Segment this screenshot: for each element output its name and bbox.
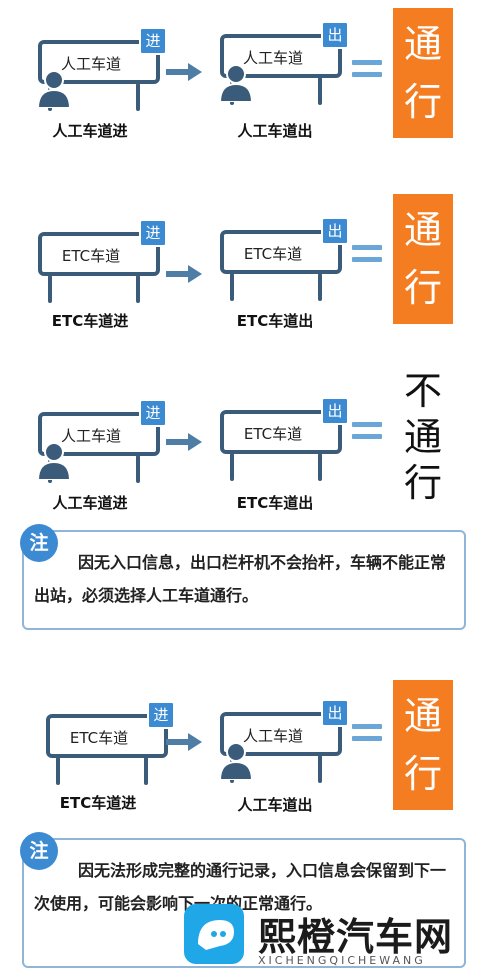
result-char: 行 [403, 461, 442, 505]
result-char: 通 [403, 208, 442, 252]
watermark-subtitle: XICHENGQICHEWANG [258, 954, 426, 967]
entry-tag: 进 [147, 701, 175, 729]
exit-tag: 出 [321, 21, 349, 49]
entry-tag: 进 [139, 399, 167, 427]
exit-tag: 出 [321, 397, 349, 425]
result-char: 行 [403, 752, 442, 796]
sign-pole [136, 455, 140, 483]
sign-pole [136, 275, 140, 303]
result-badge: 通 行 [393, 8, 453, 138]
result-char: 行 [403, 266, 442, 310]
sign-pole [230, 453, 234, 481]
entry-caption: ETC车道进 [51, 312, 129, 330]
note-box: 注 因无入口信息，出口栏杆机不会抬杆，车辆不能正常出站，必须选择人工车道通行。 [20, 524, 466, 630]
result-char: 通 [403, 415, 442, 459]
sign-pole [318, 273, 322, 301]
result-badge: 通 行 [393, 194, 453, 324]
arrow-right-icon [166, 733, 202, 751]
arrow-right-icon [166, 265, 202, 283]
toll-collector-icon [218, 742, 254, 780]
arrow-right-icon [166, 433, 202, 451]
note-text: 因无入口信息，出口栏杆机不会抬杆，车辆不能正常出站，必须选择人工车道通行。 [34, 553, 447, 605]
entry-tag: 进 [139, 219, 167, 247]
exit-tag: 出 [321, 699, 349, 727]
board-label: ETC车道 [243, 425, 303, 443]
equals-icon [352, 422, 382, 440]
board-label: ETC车道 [61, 247, 121, 265]
result-char: 通 [403, 22, 442, 66]
sign-board: ETC车道 [38, 232, 160, 276]
board-label: 人工车道 [242, 49, 303, 67]
watermark-name: 熙橙汽车网 [258, 914, 454, 959]
toll-collector-icon [36, 442, 72, 480]
arrow-right-icon [166, 63, 202, 81]
board-label: 人工车道 [60, 427, 121, 445]
toll-collector-icon [218, 64, 254, 102]
watermark-logo-icon [184, 904, 244, 964]
sign-pole [56, 757, 60, 785]
sign-pole [136, 83, 140, 111]
note-text: 因无法形成完整的通行记录，入口信息会保留到下一次使用，可能会影响下一次的正常通行… [34, 861, 447, 913]
sign-pole [48, 275, 52, 303]
board-label: 人工车道 [242, 727, 303, 745]
note-box: 注 因无法形成完整的通行记录，入口信息会保留到下一次使用，可能会影响下一次的正常… [20, 832, 466, 968]
sign-pole [318, 755, 322, 783]
result-char: 不 [403, 369, 442, 413]
site-watermark: 熙橙汽车网 XICHENGQICHEWANG [180, 904, 480, 976]
entry-caption: 人工车道进 [52, 122, 128, 140]
result-char: 行 [403, 80, 442, 124]
equals-icon [352, 60, 382, 78]
entry-tag: 进 [139, 27, 167, 55]
exit-caption: ETC车道出 [236, 312, 314, 330]
result-char: 通 [403, 694, 442, 738]
exit-caption: ETC车道出 [236, 494, 314, 512]
exit-tag: 出 [321, 217, 349, 245]
entry-caption: 人工车道进 [52, 494, 128, 512]
board-label: 人工车道 [60, 55, 121, 73]
exit-caption: 人工车道出 [237, 796, 313, 814]
equals-icon [352, 724, 382, 742]
equals-icon [352, 245, 382, 263]
sign-pole [230, 273, 234, 301]
note-badge: 注 [20, 524, 58, 562]
result-text: 不 通 行 [393, 368, 453, 506]
result-badge: 通 行 [393, 680, 453, 810]
sign-pole [144, 757, 148, 785]
board-label: ETC车道 [69, 729, 129, 747]
toll-collector-icon [36, 70, 72, 108]
sign-pole [318, 77, 322, 105]
note-badge: 注 [20, 832, 58, 870]
sign-pole [318, 453, 322, 481]
entry-caption: ETC车道进 [59, 794, 137, 812]
board-label: ETC车道 [243, 245, 303, 263]
exit-caption: 人工车道出 [237, 122, 313, 140]
